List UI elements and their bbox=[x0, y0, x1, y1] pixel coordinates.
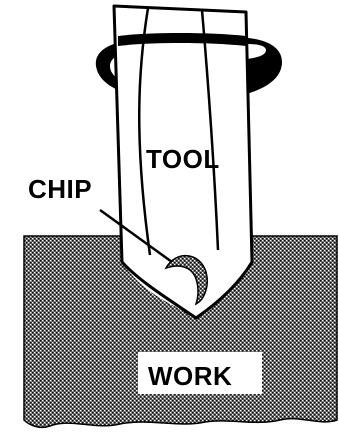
tool-label: TOOL bbox=[146, 144, 220, 174]
chip bbox=[164, 254, 208, 306]
chip-label: CHIP bbox=[28, 174, 92, 204]
tool-flute bbox=[138, 7, 152, 256]
work-label: WORK bbox=[148, 361, 232, 391]
rotation-arrow-band bbox=[118, 33, 246, 46]
work-label-box bbox=[138, 352, 262, 394]
chip-leader-line bbox=[99, 208, 173, 264]
